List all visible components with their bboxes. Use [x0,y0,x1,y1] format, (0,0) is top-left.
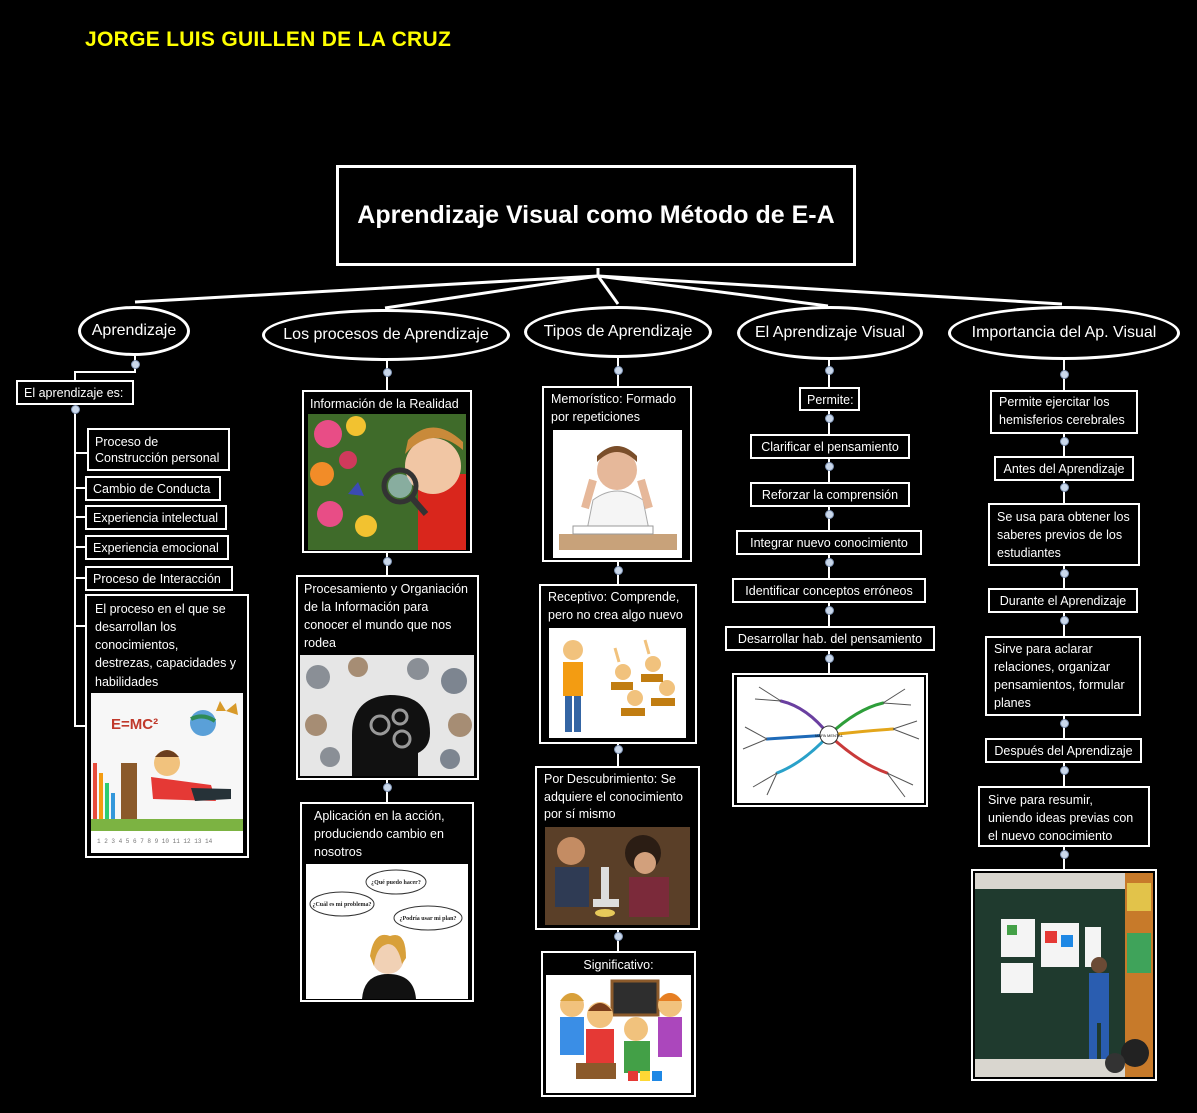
aprendizaje-item[interactable]: Experiencia emocional [85,535,229,560]
visual-item[interactable]: Identificar conceptos erróneos [732,578,926,603]
collapse-knob[interactable] [71,405,80,414]
procesos-item-text: Aplicación en la acción, produciendo cam… [314,809,445,860]
main-title[interactable]: Aprendizaje Visual como Método de E-A [336,165,856,266]
collapse-knob[interactable] [825,462,834,471]
visual-item[interactable]: Integrar nuevo conocimiento [736,530,922,555]
collapse-knob[interactable] [614,366,623,375]
collapse-knob[interactable] [1060,616,1069,625]
collapse-knob[interactable] [614,745,623,754]
svg-text:1 2 3 4 5 6 7 8 9 10 11 12 13: 1 2 3 4 5 6 7 8 9 10 11 12 13 14 [97,838,213,845]
collapse-knob[interactable] [1060,370,1069,379]
tipos-item-text: Significativo: [583,958,654,972]
branch-visual[interactable]: El Aprendizaje Visual [737,306,923,360]
collapse-knob[interactable] [383,368,392,377]
collapse-knob[interactable] [825,558,834,567]
collapse-knob[interactable] [131,360,140,369]
collapse-knob[interactable] [1060,437,1069,446]
aprendizaje-item[interactable]: Proceso de Interacción [85,566,233,591]
visual-item[interactable]: Reforzar la comprensión [750,482,910,507]
collapse-knob[interactable] [383,783,392,792]
collapse-knob[interactable] [825,366,834,375]
collapse-knob[interactable] [1060,483,1069,492]
visual-intro[interactable]: Permite: [799,387,860,411]
procesos-item-text: Procesamiento y Organiación de la Inform… [304,582,468,651]
formula-label: E=MC² [111,716,158,733]
collapse-knob[interactable] [825,414,834,423]
importancia-item[interactable]: Antes del Aprendizaje [994,456,1134,481]
branch-tipos[interactable]: Tipos de Aprendizaje [524,306,712,358]
classroom-board-image [975,873,1153,1077]
aprendizaje-item[interactable]: Cambio de Conducta [85,476,221,501]
aprendizaje-item[interactable]: Proceso de Construcción personal [87,428,230,471]
girl-thinking-image: ¿Qué puedo hacer? ¿Cuál es mi problema? … [306,864,468,999]
children-abacus-image [546,975,691,1093]
collapse-knob[interactable] [1060,719,1069,728]
branch-importancia[interactable]: Importancia del Ap. Visual [948,306,1180,360]
branch-aprendizaje[interactable]: Aprendizaje [78,306,190,356]
tipos-item-text: Receptivo: Comprende, pero no crea algo … [548,590,683,622]
classroom-cartoon-image [549,628,686,738]
mind-map-image: MAPA MENTAL [737,677,924,803]
brain-gears-image [300,655,474,776]
tipos-item-text: Memorístico: Formado por repeticiones [551,392,677,424]
microscope-children-image [545,827,690,925]
branch-procesos[interactable]: Los procesos de Aprendizaje [262,309,510,361]
collapse-knob[interactable] [614,932,623,941]
tipos-item-text: Por Descubrimiento: Se adquiere el conoc… [544,772,683,821]
frustrated-student-image [553,430,682,558]
collapse-knob[interactable] [614,566,623,575]
child-learning-image: E=MC² 1 2 3 4 5 6 7 8 9 10 11 12 13 14 [91,693,243,853]
thought-bubble-text: ¿Podría usar mi plan? [399,916,456,922]
importancia-item[interactable]: Permite ejercitar los hemisferios cerebr… [990,390,1138,434]
boy-magnifier-image [308,414,466,550]
aprendizaje-item-text: El proceso en el que se desarrollan los … [95,602,237,689]
aprendizaje-intro[interactable]: El aprendizaje es: [16,380,134,405]
procesos-item-text: Información de la Realidad [310,397,459,411]
collapse-knob[interactable] [825,606,834,615]
visual-item[interactable]: Clarificar el pensamiento [750,434,910,459]
aprendizaje-item[interactable]: Experiencia intelectual [85,505,227,530]
collapse-knob[interactable] [1060,850,1069,859]
visual-item[interactable]: Desarrollar hab. del pensamiento [725,626,935,651]
collapse-knob[interactable] [1060,766,1069,775]
collapse-knob[interactable] [1060,569,1069,578]
importancia-item[interactable]: Sirve para aclarar relaciones, organizar… [985,636,1141,716]
collapse-knob[interactable] [383,557,392,566]
thought-bubble-text: ¿Qué puedo hacer? [371,880,421,886]
author-name: JORGE LUIS GUILLEN DE LA CRUZ [85,28,452,51]
collapse-knob[interactable] [825,510,834,519]
importancia-item[interactable]: Sirve para resumir, uniendo ideas previa… [978,786,1150,847]
importancia-item[interactable]: Después del Aprendizaje [985,738,1142,763]
thought-bubble-text: ¿Cuál es mi problema? [312,902,371,908]
importancia-item[interactable]: Durante el Aprendizaje [988,588,1138,613]
mindmap-center-label: MAPA MENTAL [815,733,844,738]
collapse-knob[interactable] [825,654,834,663]
importancia-item[interactable]: Se usa para obtener los saberes previos … [988,503,1140,566]
